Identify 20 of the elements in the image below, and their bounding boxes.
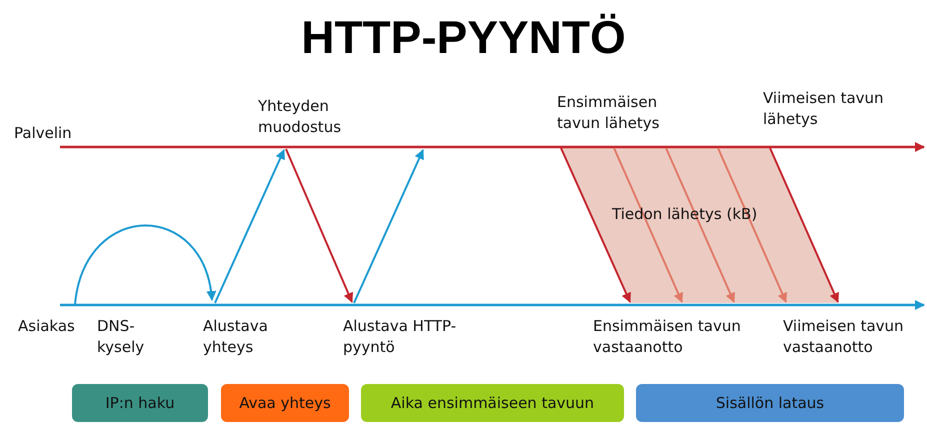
event-label: DNS-kysely: [97, 316, 146, 358]
phase-bar: [636, 384, 904, 422]
title: HTTP-PYYNTÖ: [300, 10, 627, 64]
phase-text: Avaa yhteys: [239, 394, 331, 412]
event-label: Ensimmäisen tavun lähetys: [557, 92, 660, 134]
lane-label: Palvelin: [14, 123, 73, 144]
phase-bar: [221, 384, 349, 422]
event-label: Viimeisen tavun lähetys: [763, 88, 885, 130]
phase-text: IP:n haku: [105, 394, 175, 412]
event-label: Ensimmäisen tavun vastaanotto: [593, 316, 742, 358]
phase-bar: [361, 384, 624, 422]
event-label: Alustava HTTP-pyyntö: [343, 316, 458, 358]
lane-label: Asiakas: [18, 316, 76, 337]
phase-text: Aika ensimmäiseen tavuun: [390, 394, 594, 412]
phase-bar: [72, 384, 208, 422]
event-label: Yhteyden muodostus: [258, 96, 342, 138]
event-label: Viimeisen tavun vastaanotto: [783, 316, 905, 358]
phase-text: Sisällön lataus: [716, 394, 824, 412]
phase-label: Tiedon lähetys (kB): [612, 204, 758, 225]
event-label: Alustava yhteys: [203, 316, 269, 358]
